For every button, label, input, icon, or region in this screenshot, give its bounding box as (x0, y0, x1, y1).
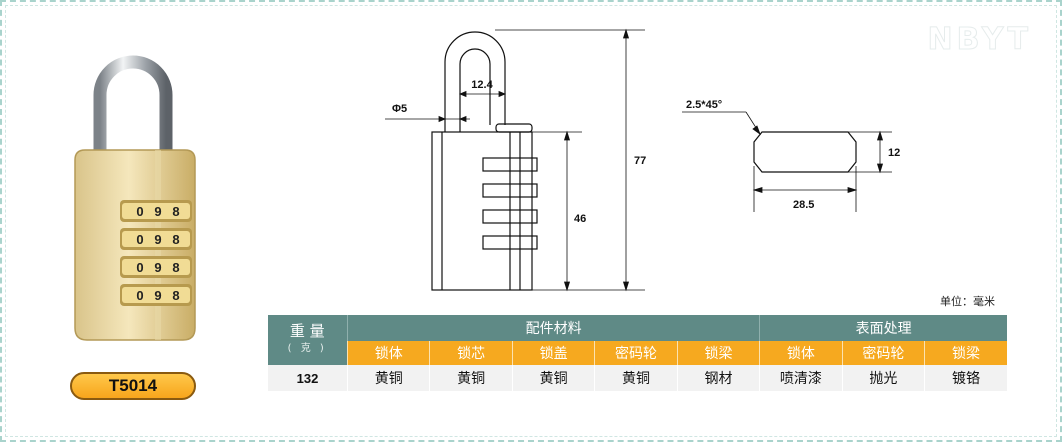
part-material: 黄铜 (594, 365, 678, 391)
part-header: 锁梁 (676, 341, 760, 365)
front-view-drawing: 12.4 Φ5 77 46 (385, 28, 646, 292)
wheel-outline (482, 209, 538, 224)
chamfer-dimension: 2.5*45° (686, 99, 722, 111)
wheel-outline (482, 183, 538, 198)
body-outline (431, 131, 533, 291)
wheel-digit: 8 (172, 232, 179, 247)
inner-border (5, 5, 1057, 437)
part-material: 钢材 (676, 365, 760, 391)
brand-watermark: NBYT (927, 22, 1032, 58)
wheel-digit: 8 (172, 204, 179, 219)
wheel-digit: 0 (136, 288, 143, 303)
side-thickness-dimension: 12.5 (888, 147, 900, 159)
surface-treatment: 镀铬 (924, 365, 1007, 391)
wheel-digit: 9 (154, 204, 161, 219)
wheel-digit: 9 (154, 288, 161, 303)
wheel-digit: 8 (172, 288, 179, 303)
wheel-outline (482, 157, 538, 172)
side-profile (753, 131, 857, 173)
shackle-diameter-dimension: Φ5 (392, 103, 407, 115)
shackle-inner (459, 48, 491, 132)
unit-note: 单位：毫米 (940, 295, 995, 308)
wheel-digit: 0 (136, 204, 143, 219)
part-header: 密码轮 (594, 341, 678, 365)
total-height-dimension: 77 (634, 155, 646, 167)
weight-header-cell: 重 量 ( 克 ) (267, 315, 348, 365)
weight-unit: ( 克 ) (287, 343, 327, 354)
wheel-digit: 8 (172, 260, 179, 275)
side-width-dimension: 28.5 (793, 199, 814, 211)
table-row: 132 黄铜 黄铜 黄铜 黄铜 钢材 喷清漆 抛光 镀铬 (267, 365, 1007, 391)
shackle-outline (444, 31, 506, 132)
wheel-digit: 0 (136, 232, 143, 247)
surface-header: 锁梁 (924, 341, 1007, 365)
part-header: 锁芯 (429, 341, 513, 365)
padlock-photo: 0 9 8 0 9 8 0 9 8 0 9 8 (74, 55, 196, 341)
weight-value: 132 (267, 365, 348, 391)
wheel-digit: 9 (154, 260, 161, 275)
body-height-dimension: 46 (574, 213, 586, 225)
part-header: 锁体 (346, 341, 430, 365)
wheel-digit: 9 (154, 232, 161, 247)
parts-material-header: 配件材料 (346, 315, 760, 341)
wheel-digit: 0 (136, 260, 143, 275)
part-material: 黄铜 (429, 365, 513, 391)
combination-wheels: 0 9 8 0 9 8 0 9 8 0 9 8 (120, 200, 192, 306)
surface-treatment: 喷清漆 (759, 365, 843, 391)
model-number: T5014 (108, 376, 158, 395)
weight-header: 重 量 (289, 322, 325, 340)
model-number-badge: T5014 (70, 372, 196, 400)
shackle (93, 55, 173, 172)
spec-table: 重 量 ( 克 ) 配件材料 表面处理 锁体 锁芯 锁盖 密码轮 锁梁 锁体 密… (267, 315, 1007, 391)
surface-treatment: 抛光 (841, 365, 925, 391)
shackle-gap-dimension: 12.4 (471, 79, 493, 91)
surface-header: 密码轮 (841, 341, 925, 365)
part-material: 黄铜 (346, 365, 430, 391)
part-material: 黄铜 (511, 365, 595, 391)
wheel-outline (482, 235, 538, 250)
side-view-drawing: 2.5*45° 12.5 28.5 (682, 99, 900, 212)
surface-treatment-header: 表面处理 (759, 315, 1007, 341)
surface-header: 锁体 (759, 341, 843, 365)
part-header: 锁盖 (511, 341, 595, 365)
